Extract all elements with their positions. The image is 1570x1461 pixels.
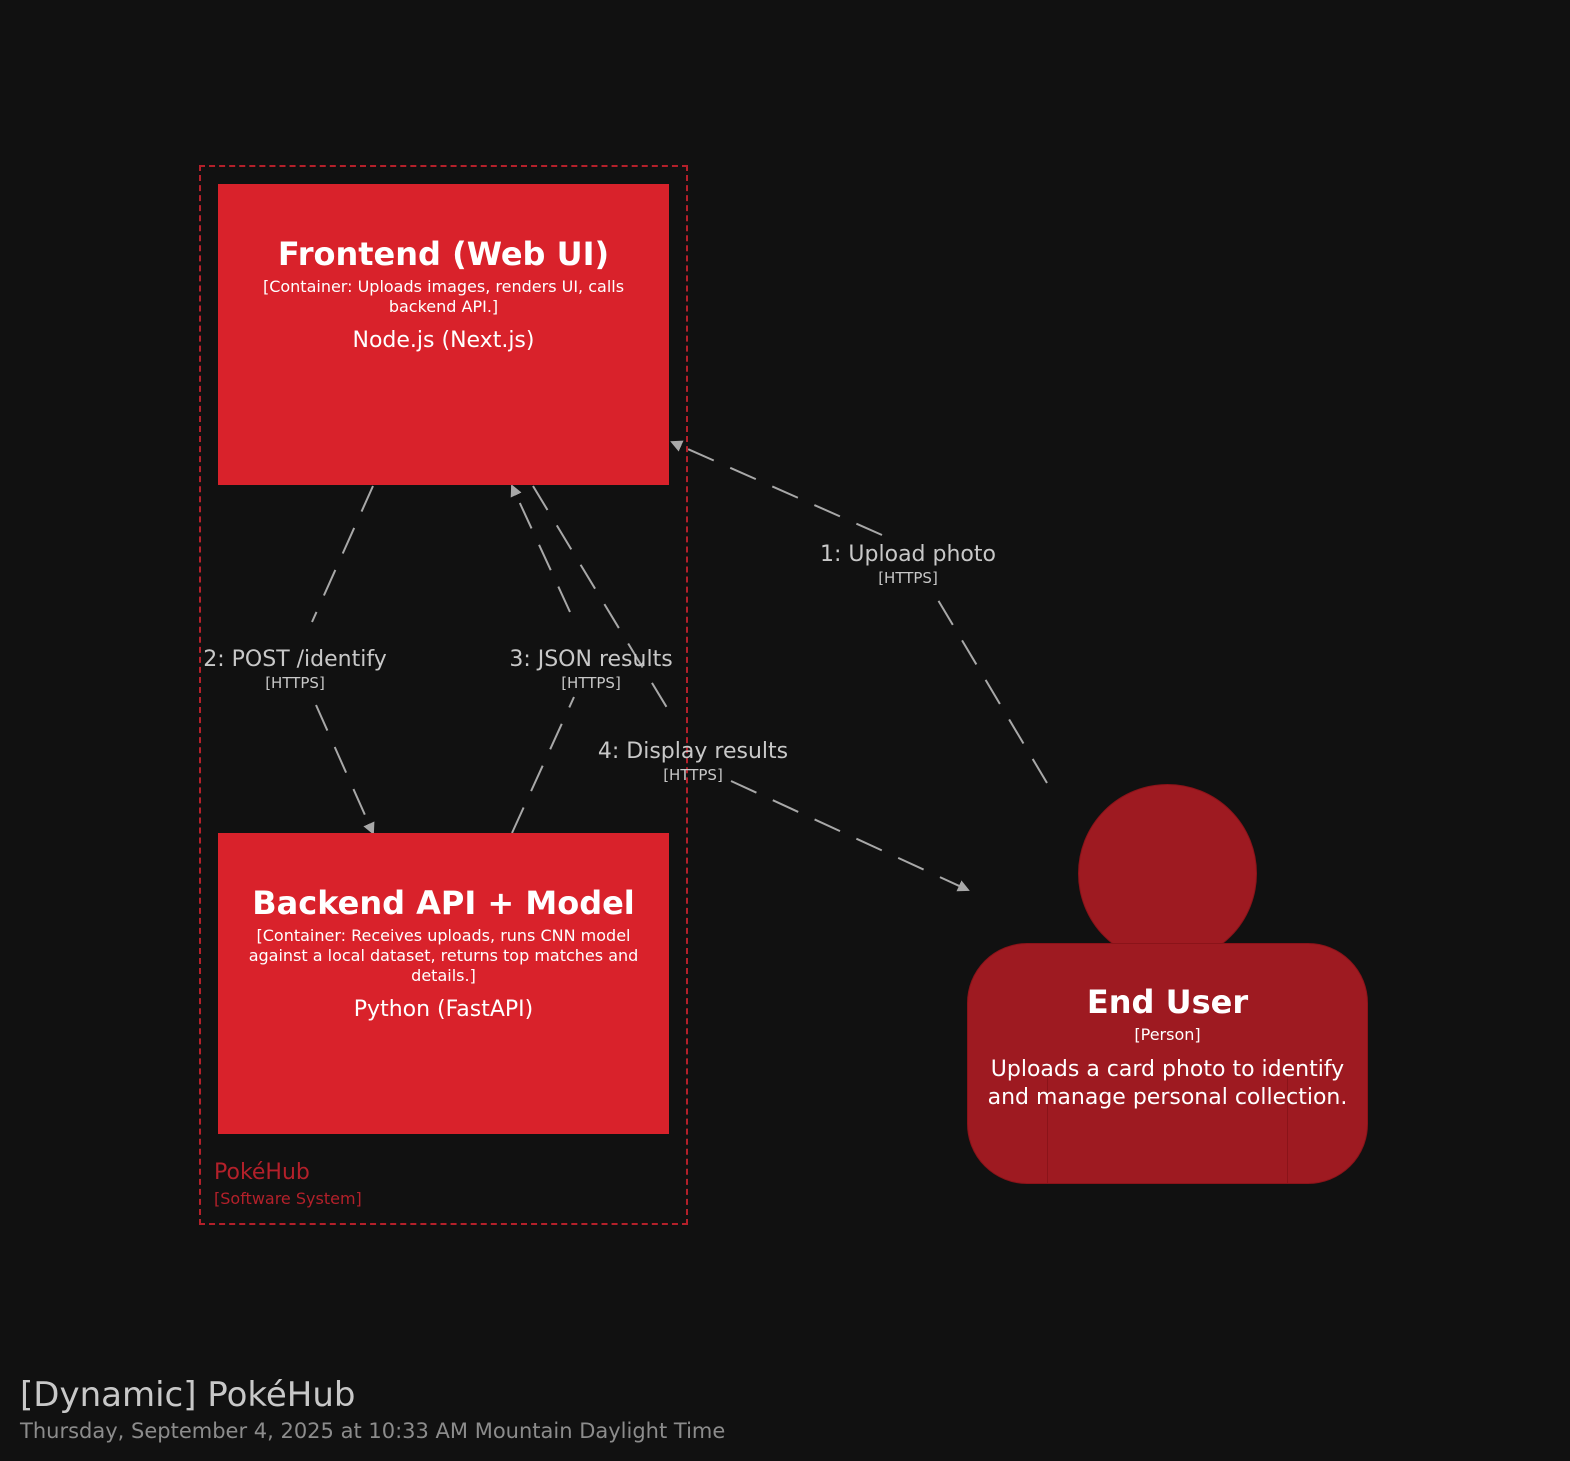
relationship-technology: [HTTPS] — [265, 674, 325, 692]
relationship-step: 3: JSON results — [509, 647, 673, 672]
arrow-upload-photo — [672, 442, 1048, 784]
relationship-technology: [HTTPS] — [878, 569, 938, 587]
relationship-technology: [HTTPS] — [561, 674, 621, 692]
relationship-step: 1: Upload photo — [820, 542, 996, 567]
system-boundary — [199, 165, 688, 1225]
frontend-title: Frontend (Web UI) — [277, 234, 610, 273]
person-kind: [Person] — [1134, 1025, 1201, 1044]
relationship-label-json-results: 3: JSON results [HTTPS] — [491, 647, 691, 693]
arrow-post-identify — [311, 485, 373, 833]
system-name: PokéHub — [214, 1160, 310, 1185]
person-title: End User — [1086, 983, 1249, 1021]
relationship-label-post-identify: 2: POST /identify [HTTPS] — [195, 647, 395, 693]
end-user-person[interactable]: End User [Person] Uploads a card photo t… — [967, 943, 1368, 1184]
backend-description: [Container: Receives uploads, runs CNN m… — [248, 925, 639, 985]
person-head-icon — [1078, 784, 1257, 963]
relationship-step: 4: Display results — [597, 739, 789, 764]
backend-technology: Python (FastAPI) — [353, 996, 534, 1022]
relationship-step: 2: POST /identify — [203, 647, 387, 672]
diagram-timestamp: Thursday, September 4, 2025 at 10:33 AM … — [20, 1419, 726, 1443]
person-description: Uploads a card photo to identify and man… — [987, 1057, 1348, 1110]
arrow-json-results — [512, 486, 575, 834]
diagram-title: [Dynamic] PokéHub — [20, 1375, 356, 1415]
person-body-seam — [1047, 1069, 1288, 1184]
system-kind: [Software System] — [214, 1189, 362, 1208]
backend-container[interactable]: Backend API + Model [Container: Receives… — [218, 833, 669, 1134]
relationship-label-display-results: 4: Display results [HTTPS] — [593, 739, 793, 785]
system-boundary-label: PokéHub [Software System] — [214, 1160, 362, 1208]
backend-title: Backend API + Model — [252, 883, 635, 922]
frontend-technology: Node.js (Next.js) — [352, 327, 535, 353]
relationship-technology: [HTTPS] — [663, 766, 723, 784]
relationship-label-upload-photo: 1: Upload photo [HTTPS] — [808, 542, 1008, 588]
frontend-description: [Container: Uploads images, renders UI, … — [262, 276, 625, 316]
frontend-container[interactable]: Frontend (Web UI) [Container: Uploads im… — [218, 184, 669, 485]
